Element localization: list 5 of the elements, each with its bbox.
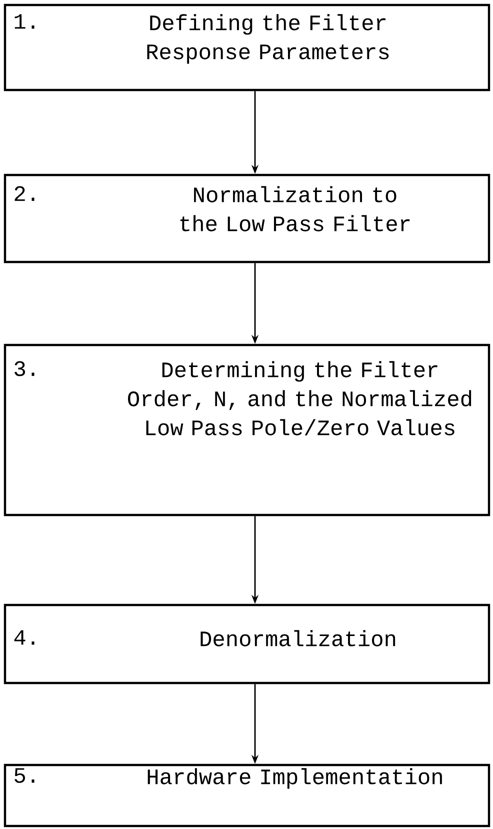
process-box: 2. Normalization to the Low Pass Filter xyxy=(4,174,490,264)
process-box: 4. Denormalization xyxy=(4,604,490,684)
process-box: 5. Hardware Implementation xyxy=(4,764,490,828)
process-box: 3. Determining the Filter Order, N, and the Normalized Low Pass Pole/Zero Values xyxy=(4,344,490,516)
process-box: 1. Defining the Filter Response Parameters xyxy=(4,4,490,92)
